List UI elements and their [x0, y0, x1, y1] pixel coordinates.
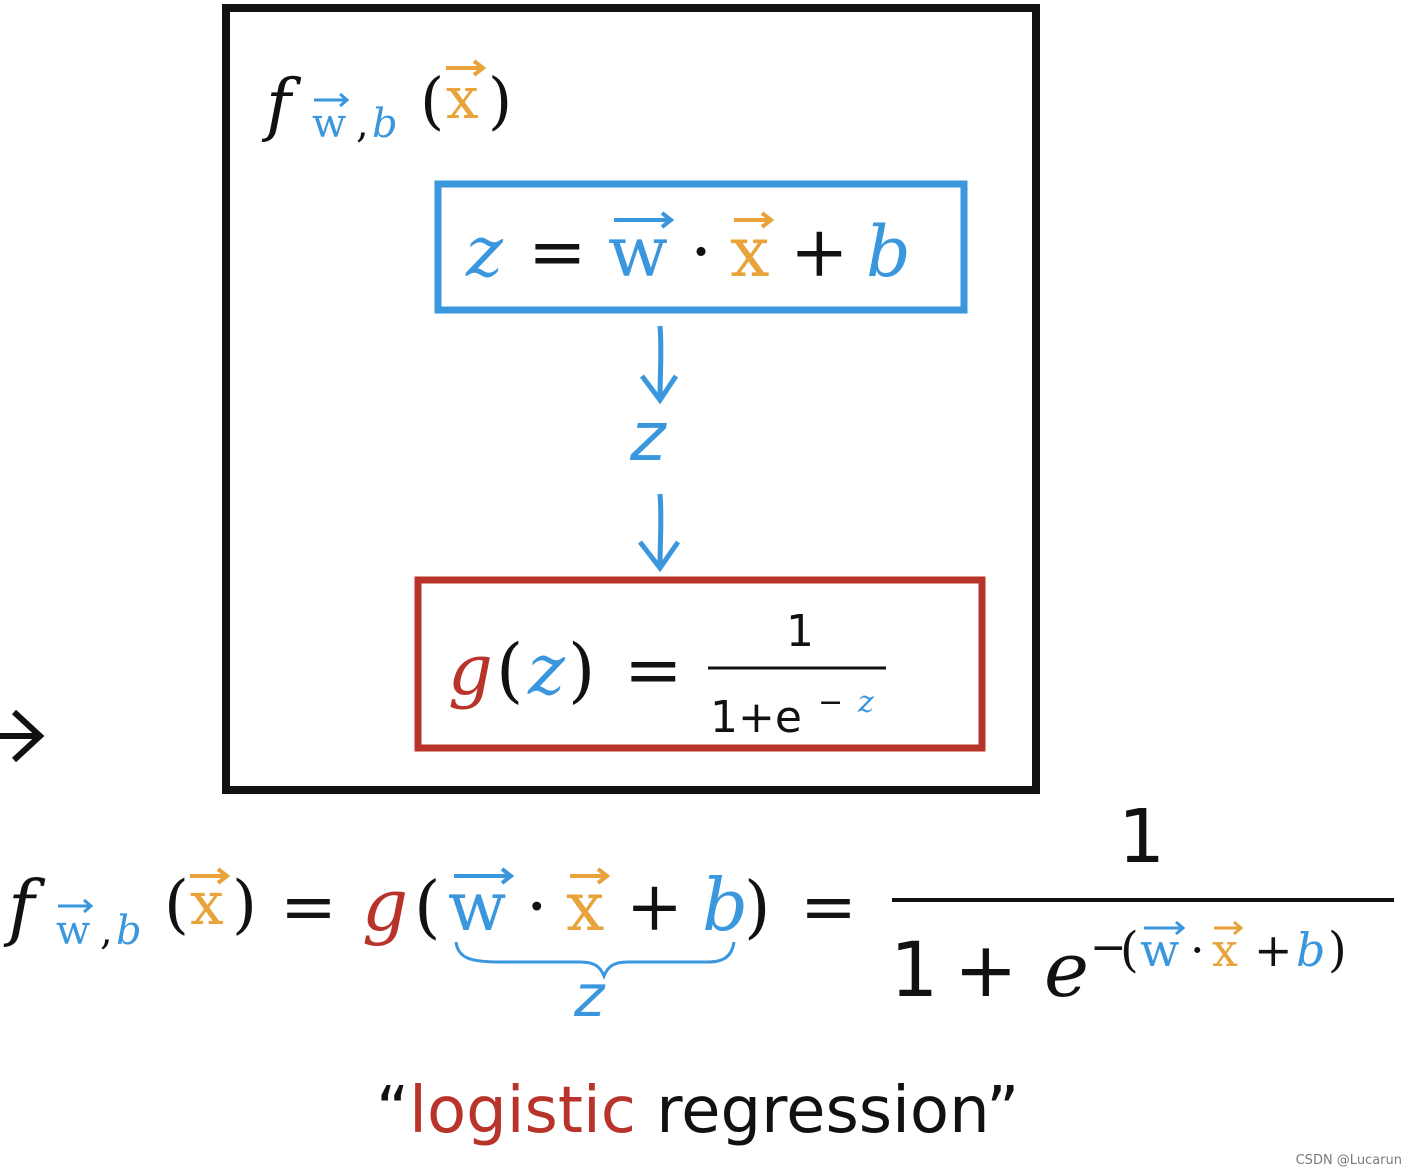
svg-text:f: f	[3, 865, 46, 949]
linear-equation: z = w · x + b	[465, 211, 911, 293]
svg-text:w: w	[448, 868, 506, 947]
underbrace-icon	[454, 941, 736, 981]
svg-text:g: g	[362, 863, 408, 947]
svg-text:f: f	[261, 66, 302, 145]
svg-text:,: ,	[356, 101, 369, 147]
svg-text:+: +	[1254, 923, 1293, 977]
watermark: CSDN @Lucarun	[1295, 1153, 1402, 1168]
svg-text:(: (	[1120, 922, 1139, 978]
svg-text:1: 1	[786, 606, 814, 657]
svg-text:b: b	[372, 101, 398, 147]
left-arrow-icon	[0, 709, 45, 763]
arrow-down-icon	[638, 493, 681, 573]
svg-text:(: (	[420, 64, 444, 137]
full-formula: f w , b ( x ) = g ( w · x + b ) = 1 1 + …	[3, 794, 1394, 1014]
svg-text:·: ·	[690, 211, 712, 293]
svg-text:b: b	[116, 908, 142, 954]
caption-close-quote: ”	[986, 1074, 1019, 1148]
svg-text:·: ·	[526, 868, 548, 947]
svg-text:): )	[488, 64, 512, 137]
svg-text:(: (	[414, 868, 441, 947]
svg-text:x: x	[566, 868, 604, 947]
svg-text:z: z	[465, 211, 504, 293]
svg-text:=: =	[528, 211, 587, 293]
caption-regression: regression	[636, 1074, 986, 1148]
svg-text:·: ·	[1190, 923, 1205, 977]
svg-text:+: +	[790, 211, 849, 293]
sigmoid-box	[414, 576, 986, 752]
svg-text:−: −	[1090, 922, 1127, 973]
linear-box	[434, 180, 968, 314]
svg-text:1: 1	[1118, 794, 1165, 880]
svg-text:): )	[1328, 922, 1347, 978]
caption-open-quote: “	[376, 1074, 409, 1148]
arrow-down-icon	[640, 325, 679, 405]
svg-text:): )	[232, 868, 257, 942]
svg-text:w: w	[56, 908, 90, 954]
intermediate-z-label: z	[629, 398, 667, 477]
svg-text:=: =	[800, 868, 857, 947]
caption: “logistic regression”	[376, 1074, 1019, 1148]
svg-text:w: w	[1140, 923, 1179, 977]
svg-text:x: x	[190, 869, 224, 939]
svg-text:e: e	[1044, 925, 1089, 1014]
svg-text:x: x	[446, 64, 479, 132]
underbrace-z-label: z	[573, 962, 606, 1030]
svg-text:): )	[568, 629, 595, 711]
svg-text:−: −	[818, 685, 843, 720]
svg-text:+: +	[626, 868, 683, 947]
svg-text:(: (	[496, 629, 523, 711]
svg-text:g: g	[448, 629, 493, 711]
svg-text:z: z	[857, 685, 874, 720]
svg-text:z: z	[527, 629, 566, 711]
caption-logistic: logistic	[409, 1074, 636, 1148]
model-box	[222, 4, 1040, 794]
svg-text:): )	[744, 868, 771, 947]
svg-text:b: b	[1296, 923, 1325, 977]
svg-text:w: w	[312, 101, 346, 147]
svg-text:b: b	[866, 211, 911, 293]
svg-text:+: +	[954, 925, 1018, 1014]
svg-text:b: b	[702, 863, 748, 947]
svg-text:(: (	[164, 868, 189, 942]
sigmoid-equation: g ( z ) = 1 1+e − z	[448, 606, 886, 743]
svg-text:1+e: 1+e	[710, 692, 802, 743]
svg-text:w: w	[608, 211, 668, 293]
model-function-label: f w , b ( x )	[261, 59, 512, 147]
svg-text:=: =	[624, 629, 683, 711]
svg-text:=: =	[280, 868, 337, 947]
svg-text:1: 1	[890, 925, 938, 1014]
svg-text:x: x	[1212, 923, 1238, 977]
svg-text:“logistic regression”: “logistic regression”	[376, 1074, 1019, 1148]
svg-text:,: ,	[100, 908, 113, 954]
